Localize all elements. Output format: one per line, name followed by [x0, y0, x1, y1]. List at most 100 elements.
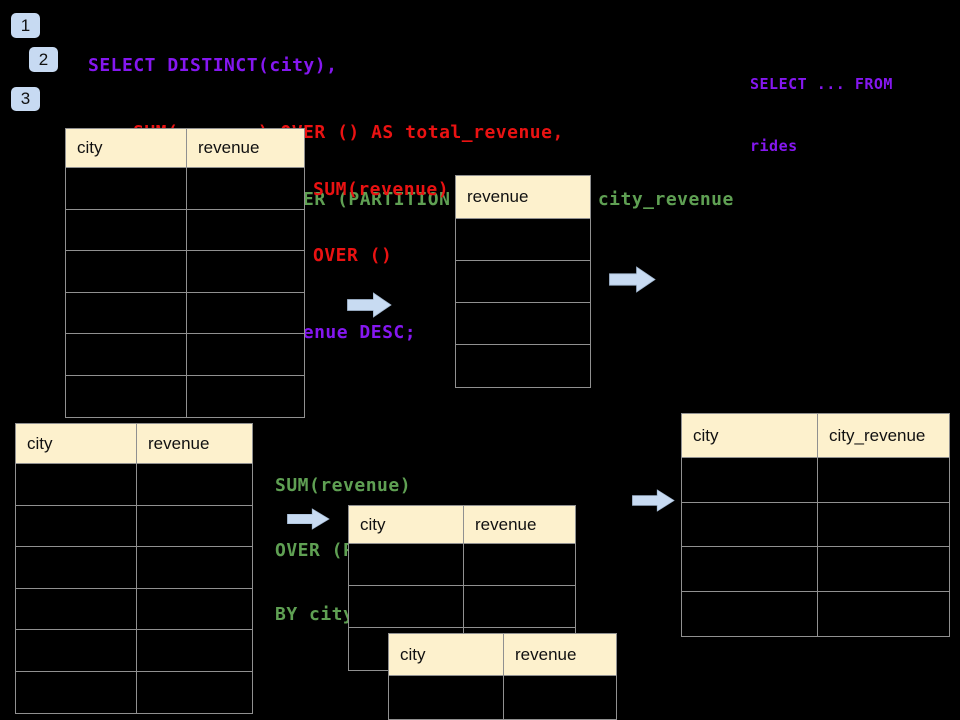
empty-cell: [389, 676, 504, 719]
step-badge-1: 1: [11, 13, 40, 38]
column-header-revenue: revenue: [467, 187, 529, 206]
table-row: [16, 671, 252, 714]
table-row: [66, 292, 304, 334]
empty-cell: [66, 168, 187, 209]
city-revenue-result-table: city city_revenue: [681, 413, 950, 637]
empty-cell: [187, 168, 304, 209]
empty-cell: [16, 588, 137, 629]
table-row: [682, 591, 949, 637]
table-row: [456, 345, 590, 387]
table-header-row: city revenue: [16, 424, 252, 464]
empty-cell: [187, 293, 304, 334]
empty-cell: [187, 376, 304, 418]
source-table-top: city revenue: [65, 128, 305, 418]
step-badge-3: 3: [11, 87, 40, 111]
table-row: [682, 502, 949, 547]
empty-cell: [66, 375, 187, 417]
empty-cell: [464, 586, 575, 627]
table-header-row: city revenue: [349, 506, 575, 544]
annotation-line: SUM(revenue): [313, 179, 450, 200]
empty-cell: [16, 464, 137, 505]
table-row: [682, 547, 949, 592]
table-row: [16, 588, 252, 630]
empty-cell: [818, 458, 949, 502]
total-revenue-annotation: SUM(revenue) OVER (): [313, 135, 449, 311]
table-row: [66, 209, 304, 251]
annotation-line: OVER (): [313, 245, 393, 266]
table-row: [66, 251, 304, 293]
table-row: [349, 544, 575, 586]
table-row: [16, 464, 252, 506]
table-row: [682, 458, 949, 503]
table-row: [456, 219, 590, 261]
empty-cell: [349, 586, 464, 627]
sql-line-select: SELECT DISTINCT(city),: [88, 55, 338, 77]
empty-cell: [66, 209, 187, 250]
empty-cell: [456, 219, 590, 260]
empty-cell: [456, 345, 590, 387]
empty-cell: [456, 261, 590, 302]
empty-cell: [137, 547, 252, 588]
table-row: [456, 303, 590, 345]
table-row: [16, 547, 252, 589]
empty-cell: [504, 676, 616, 719]
table-row: [389, 676, 616, 719]
empty-cell: [16, 630, 137, 671]
annotation-line: SUM(revenue): [275, 475, 412, 496]
column-header-revenue: revenue: [515, 644, 577, 664]
column-header-revenue: revenue: [475, 514, 537, 534]
select-from-note: SELECT ... FROM rides: [750, 33, 893, 197]
empty-cell: [682, 591, 818, 636]
table-row: [16, 505, 252, 547]
empty-cell: [349, 544, 464, 585]
table-row: [456, 261, 590, 303]
empty-cell: [66, 251, 187, 292]
column-header-city: city: [349, 506, 464, 543]
note-line: SELECT ... FROM: [750, 75, 893, 93]
partition-table-2: city revenue: [388, 633, 617, 720]
empty-cell: [818, 503, 949, 547]
empty-cell: [137, 672, 252, 714]
right-arrow-partition-step-icon: [287, 508, 330, 530]
table-header-row: city city_revenue: [682, 414, 949, 458]
right-arrow-partition-result-icon: [632, 489, 675, 512]
empty-cell: [187, 251, 304, 292]
table-row: [66, 375, 304, 418]
empty-cell: [464, 544, 575, 585]
empty-cell: [66, 334, 187, 375]
note-line: rides: [750, 136, 798, 155]
empty-cell: [682, 458, 818, 502]
empty-cell: [16, 671, 137, 713]
table-header-row: revenue: [456, 176, 590, 219]
table-row: [349, 586, 575, 628]
right-arrow-total-step-icon: [347, 292, 392, 318]
table-header-row: city revenue: [66, 129, 304, 168]
column-header-city: city: [16, 424, 137, 463]
empty-cell: [818, 592, 949, 637]
column-header-revenue: revenue: [198, 138, 260, 157]
column-header-city: city: [66, 129, 187, 167]
empty-cell: [456, 303, 590, 344]
empty-cell: [66, 292, 187, 333]
empty-cell: [682, 547, 818, 591]
column-header-revenue: revenue: [148, 433, 210, 453]
empty-cell: [137, 630, 252, 671]
empty-cell: [818, 547, 949, 591]
table-row: [66, 334, 304, 376]
column-header-city: city: [389, 634, 504, 675]
empty-cell: [16, 547, 137, 588]
empty-cell: [187, 334, 304, 375]
table-header-row: city revenue: [389, 634, 616, 676]
column-header-city_revenue: city_revenue: [829, 425, 926, 445]
empty-cell: [137, 589, 252, 630]
empty-cell: [137, 464, 252, 505]
right-arrow-total-result-icon: [609, 266, 656, 293]
total-revenue-table: revenue: [455, 175, 591, 388]
source-table-bottom: city revenue: [15, 423, 253, 714]
empty-cell: [682, 502, 818, 546]
step-badge-2: 2: [29, 47, 58, 72]
table-row: [16, 630, 252, 672]
column-header-city: city: [682, 414, 818, 457]
empty-cell: [16, 505, 137, 546]
